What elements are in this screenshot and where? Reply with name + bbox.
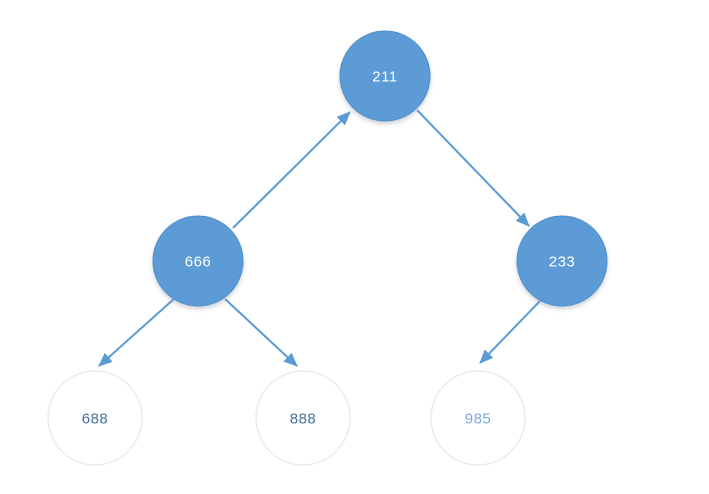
tree-node-label-985: 985: [465, 410, 492, 427]
tree-node-label-211: 211: [372, 68, 397, 85]
edge-666-to-688: [98, 297, 176, 367]
tree-node-985: [430, 370, 526, 466]
edge-666-to-211: [232, 111, 351, 229]
edge-233-to-985: [479, 300, 541, 364]
edge-666-to-888: [224, 298, 298, 367]
tree-node-label-233: 233: [549, 253, 576, 270]
tree-node-688: [47, 370, 143, 466]
tree-node-666: [152, 215, 244, 307]
edge-211-to-233: [416, 109, 530, 227]
tree-node-211: [339, 30, 431, 122]
tree-node-label-666: 666: [185, 253, 212, 270]
tree-node-label-688: 688: [82, 410, 109, 427]
edges-layer: [98, 109, 541, 367]
tree-node-label-888: 888: [290, 410, 317, 427]
tree-node-233: [516, 215, 608, 307]
tree-node-888: [255, 370, 351, 466]
nodes-layer: 211 666 233 688 888 985: [47, 30, 608, 466]
